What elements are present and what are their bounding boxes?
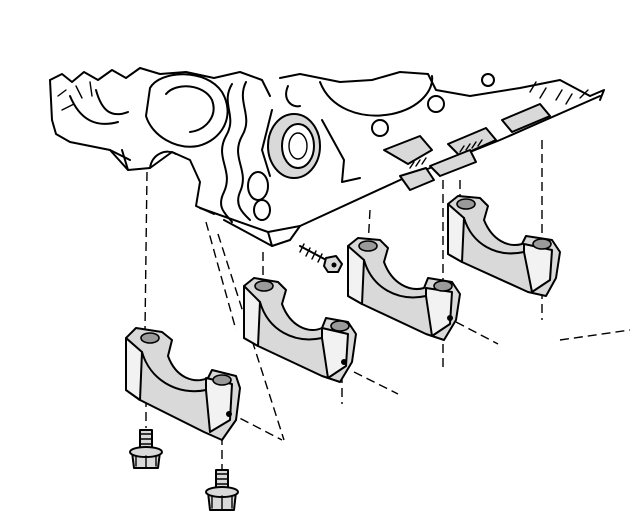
main-cap-bolt-left — [129, 429, 163, 469]
main-bearing-cap-1 — [125, 327, 241, 441]
crankshaft-rear-seal — [267, 113, 321, 179]
main-bearing-cap-4 — [447, 195, 561, 297]
main-bearing-cap-2 — [243, 277, 357, 383]
side-bolt — [299, 243, 343, 273]
reference-line — [559, 329, 631, 341]
main-bearing-cap-3 — [347, 237, 461, 341]
engine-block — [49, 67, 605, 247]
main-cap-bolt-right — [205, 469, 239, 511]
alignment-lines — [144, 140, 543, 470]
